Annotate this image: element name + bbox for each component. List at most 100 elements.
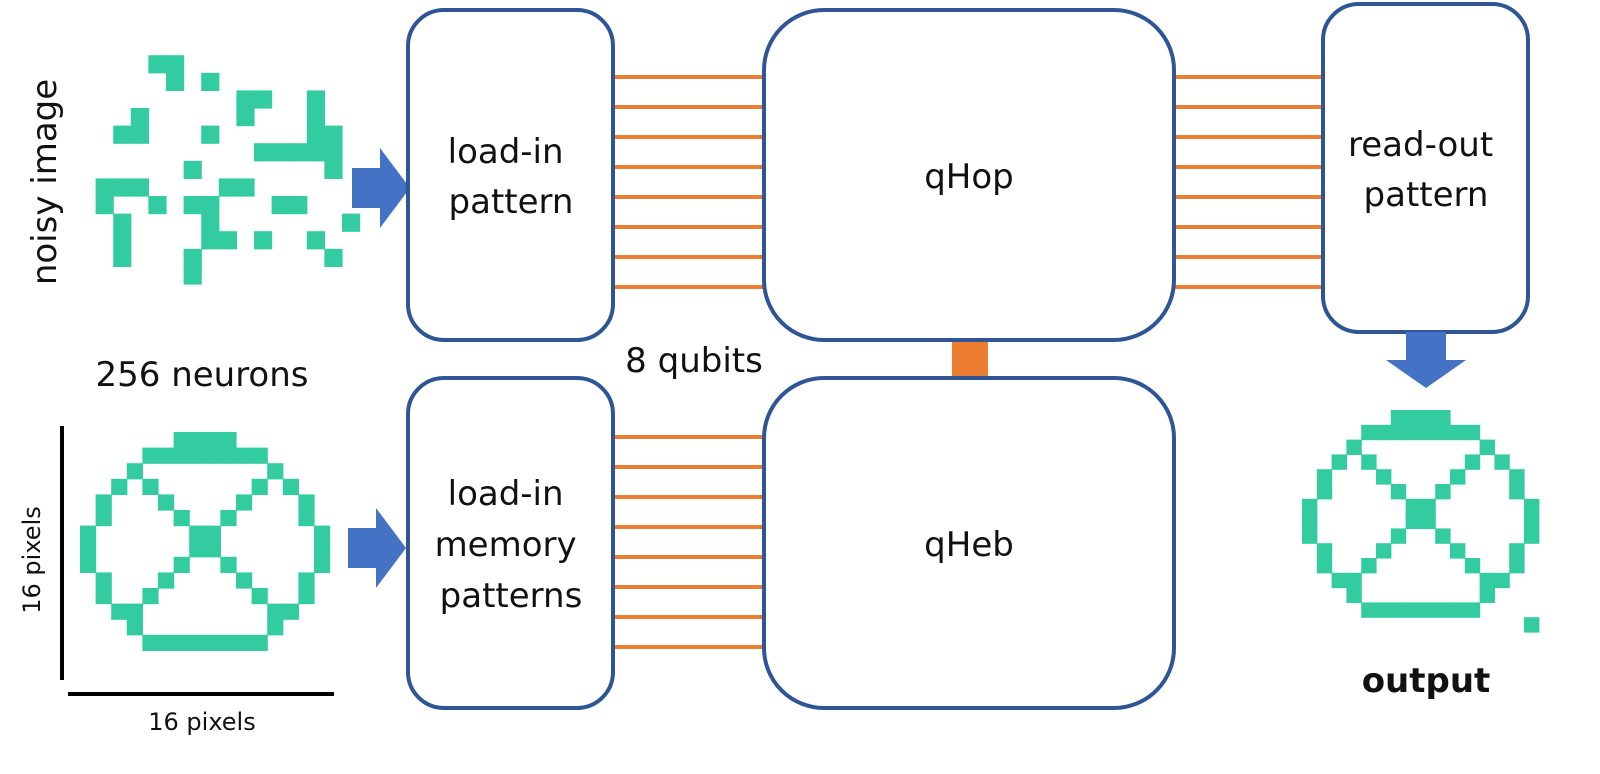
load-in-pattern-label: load-in pattern <box>448 132 575 222</box>
pixel <box>1390 484 1407 500</box>
pixel <box>282 603 299 620</box>
pixel <box>142 447 159 464</box>
pixel <box>1435 602 1451 618</box>
pixel <box>1346 587 1362 603</box>
pixel <box>173 556 190 573</box>
pixel <box>220 447 237 464</box>
pixel <box>130 125 149 144</box>
pixel <box>189 447 206 464</box>
pixel <box>158 494 175 511</box>
pixel <box>1509 543 1525 559</box>
pixel <box>1390 528 1407 544</box>
pixel <box>314 556 331 573</box>
pixel <box>298 588 315 605</box>
pixel <box>254 143 273 162</box>
pixel <box>1376 424 1392 441</box>
pixel <box>251 588 268 605</box>
pixel <box>1494 572 1510 589</box>
pixel <box>1376 602 1392 618</box>
pixel <box>314 525 331 542</box>
pixel <box>1450 543 1466 559</box>
pixel <box>204 447 221 464</box>
pixel <box>289 196 308 215</box>
pixel <box>1405 513 1421 529</box>
pixel <box>1420 410 1436 426</box>
pixel <box>298 494 315 511</box>
pixel <box>267 463 284 480</box>
pixel <box>1435 528 1451 544</box>
pixel <box>201 72 220 91</box>
pixel <box>1420 602 1436 618</box>
pixel <box>173 634 190 651</box>
pixel <box>111 603 128 620</box>
pixel <box>1346 439 1362 455</box>
pixels-vertical-label: 16 pixels <box>18 506 46 613</box>
noisy-image-grid <box>95 55 361 285</box>
pixel <box>1376 469 1392 485</box>
qhop-qheb-connector <box>952 336 988 380</box>
load-in-memory-label: load-in memory patterns <box>435 474 588 616</box>
pixel <box>1509 469 1525 485</box>
pixel <box>254 90 273 109</box>
pixel <box>324 143 343 162</box>
pixel <box>1376 543 1392 559</box>
qubit-wires-readout <box>1174 75 1323 289</box>
pixel <box>1479 587 1495 603</box>
pixel <box>142 478 159 495</box>
pixel <box>220 432 237 449</box>
pixel <box>1361 454 1377 470</box>
load-in-pattern-block <box>406 8 615 342</box>
pixel <box>126 603 143 620</box>
pixel <box>220 510 237 527</box>
pixel <box>113 125 132 144</box>
pixel <box>148 55 167 74</box>
pixel <box>1346 572 1362 589</box>
pixel <box>1316 558 1333 574</box>
pixel <box>251 478 268 495</box>
pixel <box>1524 528 1540 544</box>
pixel <box>201 231 220 250</box>
input-arrow-bottom <box>348 508 406 588</box>
pixel <box>158 572 175 589</box>
pixel <box>289 143 308 162</box>
pixel <box>204 541 221 558</box>
pixel <box>298 510 315 527</box>
pixel <box>166 72 185 91</box>
qhop-block <box>762 8 1176 342</box>
noisy-image-label: noisy image <box>25 79 65 285</box>
pixel <box>1302 528 1318 544</box>
pixel <box>1435 484 1451 500</box>
pixel <box>148 196 167 215</box>
qheb-label: qHeb <box>924 525 1014 565</box>
pixel <box>271 143 290 162</box>
pixel <box>236 634 253 651</box>
pixel <box>314 541 331 558</box>
pixel <box>324 160 343 179</box>
pixel <box>201 125 220 144</box>
pixel <box>95 178 114 197</box>
pixel <box>1420 498 1436 515</box>
pixel <box>1479 439 1495 455</box>
pixel <box>189 634 206 651</box>
pixel <box>1405 602 1421 618</box>
pixel <box>183 248 202 267</box>
pixel <box>218 178 237 197</box>
pixel <box>80 541 97 558</box>
pixel <box>126 619 143 636</box>
pixel <box>95 494 112 511</box>
pixel <box>166 55 185 74</box>
qhop-label: qHop <box>924 157 1014 197</box>
pixels-horizontal-label: 16 pixels <box>148 708 255 736</box>
pixel <box>306 143 325 162</box>
pixel <box>1509 558 1525 574</box>
pixel <box>1361 558 1377 574</box>
pixel <box>204 525 221 542</box>
pixel <box>1390 424 1407 441</box>
pixel <box>1435 424 1451 441</box>
qheb-block <box>762 376 1176 710</box>
pixel <box>113 213 132 232</box>
pixel <box>1464 454 1481 470</box>
output-pattern-grid <box>1302 410 1540 633</box>
pixel <box>271 196 290 215</box>
pixel <box>306 231 325 250</box>
